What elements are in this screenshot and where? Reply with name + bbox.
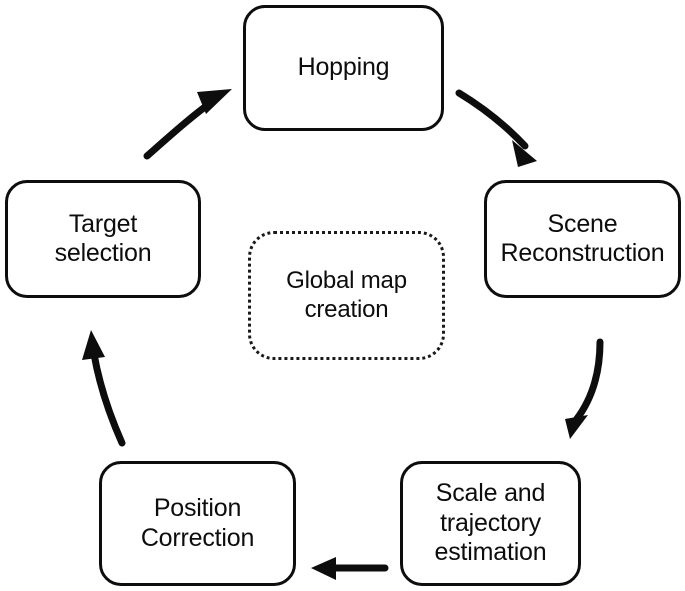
node-scene-reconstruction[interactable]: Scene Reconstruction — [484, 180, 681, 298]
node-hopping[interactable]: Hopping — [243, 5, 444, 131]
node-scale-and-trajectory-estimation[interactable]: Scale and trajectory estimation — [400, 461, 581, 586]
node-global-map-creation[interactable]: Global map creation — [248, 231, 445, 360]
edge-position-target — [82, 330, 126, 447]
edge-scale-position — [311, 557, 389, 580]
node-position-correction[interactable]: Position Correction — [99, 461, 296, 586]
edge-hopping-scene — [455, 89, 537, 167]
edge-scene-scale — [565, 338, 604, 439]
edge-target-hopping — [143, 89, 232, 160]
node-target-selection[interactable]: Target selection — [5, 180, 201, 298]
